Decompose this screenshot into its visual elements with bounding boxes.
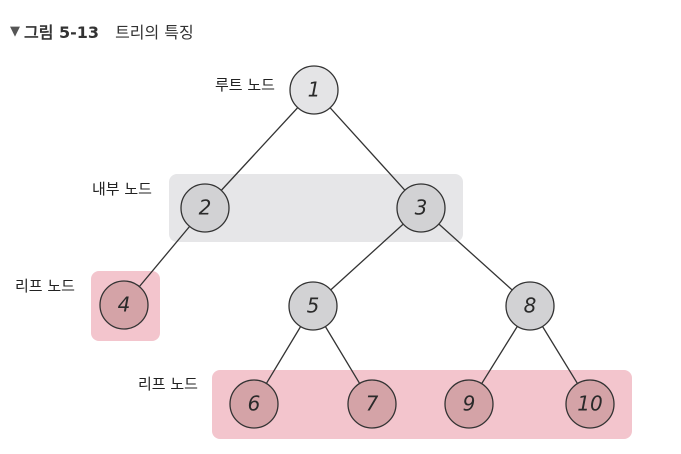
node-label: 10 xyxy=(577,392,602,416)
tree-edges xyxy=(123,89,591,405)
tree-node-3: 3 xyxy=(396,183,446,233)
node-label: 9 xyxy=(463,392,476,416)
figure-title: 트리의 특징 xyxy=(115,23,194,42)
internal-node-region xyxy=(169,174,463,242)
tree-node-9: 9 xyxy=(444,379,494,429)
tree-node-6: 6 xyxy=(229,379,279,429)
node-circle xyxy=(347,379,397,429)
tree-node-1: 1 xyxy=(289,65,339,115)
tree-node-8: 8 xyxy=(505,281,555,331)
node-circle xyxy=(99,280,149,330)
node-circle xyxy=(180,183,230,233)
node-label: 6 xyxy=(248,392,261,416)
node-circle xyxy=(396,183,446,233)
tree-node-4: 4 xyxy=(99,280,149,330)
node-label: 2 xyxy=(199,196,212,220)
leaf-node-label-bottom: 리프 노드 xyxy=(138,375,198,393)
node-circle xyxy=(565,379,615,429)
tree-node-2: 2 xyxy=(180,183,230,233)
tree-nodes: 1 2 3 4 5 8 6 7 9 10 xyxy=(99,65,615,429)
node-label: 1 xyxy=(308,78,321,102)
edge-n1-n3 xyxy=(313,89,422,209)
figure-number: 그림 5-13 xyxy=(24,23,100,42)
tree-node-7: 7 xyxy=(347,379,397,429)
node-circle xyxy=(505,281,555,331)
internal-node-label: 내부 노드 xyxy=(92,180,152,198)
tree-node-10: 10 xyxy=(565,379,615,429)
node-label: 3 xyxy=(415,196,428,220)
node-circle xyxy=(288,281,338,331)
node-label: 8 xyxy=(524,294,537,318)
node-label: 4 xyxy=(118,293,131,317)
node-label: 7 xyxy=(366,392,379,416)
tree-node-5: 5 xyxy=(288,281,338,331)
leaf-node-region-bottom xyxy=(212,370,632,439)
edge-n1-n2 xyxy=(204,89,315,209)
node-circle xyxy=(444,379,494,429)
root-node-label: 루트 노드 xyxy=(215,76,275,94)
leaf-node-label-left: 리프 노드 xyxy=(15,277,75,295)
figure-caption: ▼ 그림 5-13 트리의 특징 xyxy=(10,19,194,43)
node-circle xyxy=(289,65,339,115)
caption-triangle-icon: ▼ xyxy=(10,23,20,39)
node-circle xyxy=(229,379,279,429)
node-label: 5 xyxy=(307,294,320,318)
